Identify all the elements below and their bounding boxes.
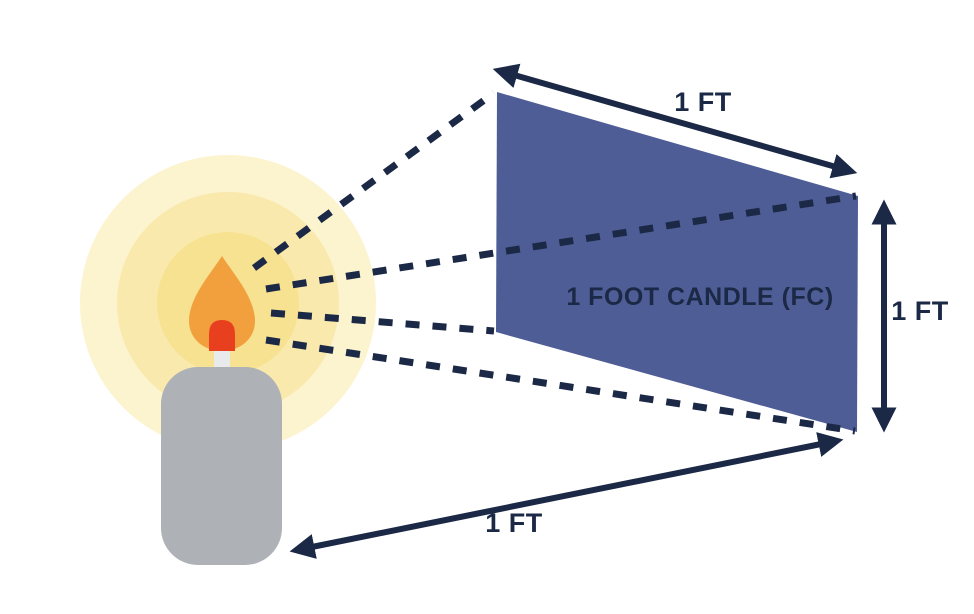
distance-dimension-arrow	[289, 432, 844, 559]
flame-icon	[189, 256, 255, 351]
flame-inner-core	[209, 320, 235, 351]
light-ray-bottom-right	[265, 336, 856, 435]
light-ray-bottom-left	[270, 309, 495, 335]
height-dimension-label: 1 FT	[891, 296, 949, 326]
panel-label: 1 FOOT CANDLE (FC)	[566, 283, 833, 311]
dimension-arrows	[289, 63, 897, 559]
width-dimension-label: 1 FT	[674, 87, 732, 117]
light-ray-top-left	[251, 90, 497, 271]
surface-panel	[496, 92, 858, 432]
distance-dimension-label: 1 FT	[485, 508, 543, 538]
width-dimension-arrow	[492, 63, 858, 179]
candle-body	[161, 367, 282, 565]
light-rays	[251, 90, 857, 435]
light-ray-top-right	[265, 192, 857, 293]
